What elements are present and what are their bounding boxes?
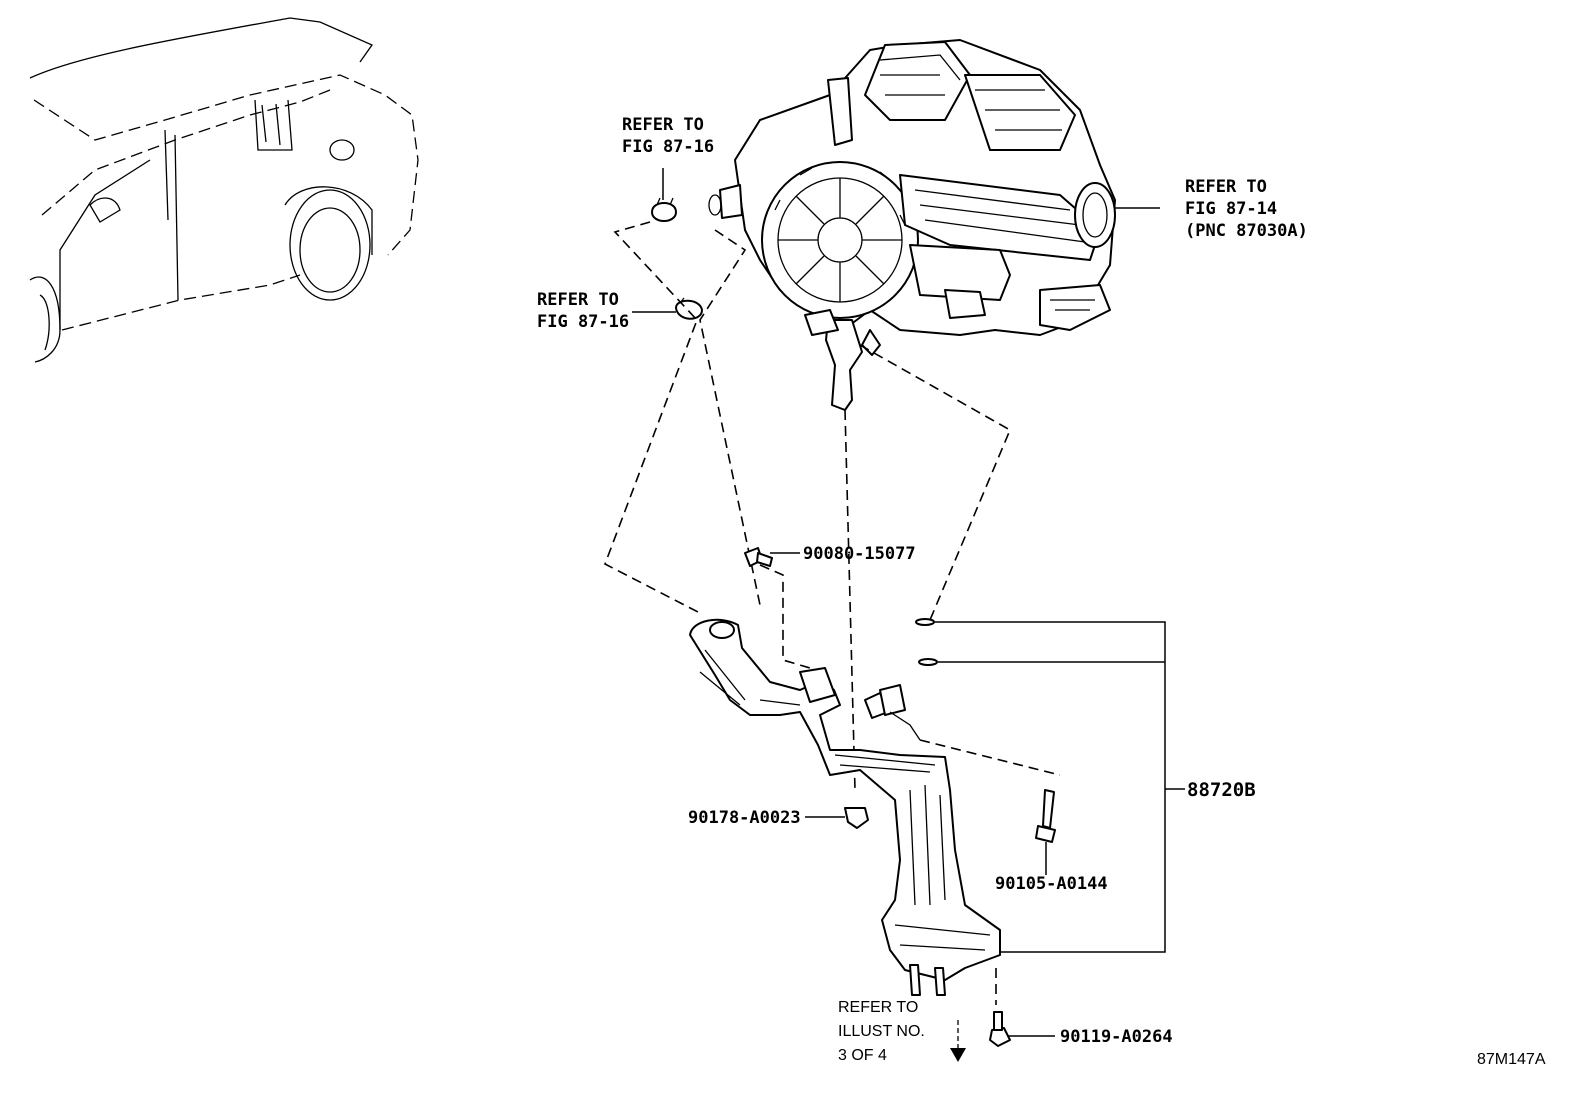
label-refer-fig-87-14: REFER TO FIG 87-14 (PNC 87030A) [1185,177,1308,241]
arrow-down-icon [950,1020,966,1062]
clamp-lower [632,297,703,320]
clamp-upper [651,168,677,222]
label-refer-fig-87-16-left: REFER TO FIG 87-16 [537,290,629,332]
label-part-90178: 90178-A0023 [688,808,801,828]
duct-assembly [689,618,1185,996]
hvac-unit [708,39,1160,411]
bolt-90080 [744,547,800,567]
figure-code: 87M147A [1477,1051,1546,1068]
screw-90105 [1035,789,1056,875]
label-part-90105: 90105-A0144 [995,874,1108,894]
assembly-lines [604,221,1061,1005]
label-part-88720b: 88720B [1187,779,1256,801]
clip-90178 [805,807,869,829]
label-part-90119: 90119-A0264 [1060,1027,1173,1047]
vehicle-outline [29,17,419,363]
bolt-90119 [989,1011,1055,1047]
label-refer-fig-87-16-top: REFER TO FIG 87-16 [622,115,714,157]
label-part-90080: 90080-15077 [803,544,916,564]
label-refer-illust: REFER TO ILLUST NO. 3 OF 4 [838,999,929,1064]
